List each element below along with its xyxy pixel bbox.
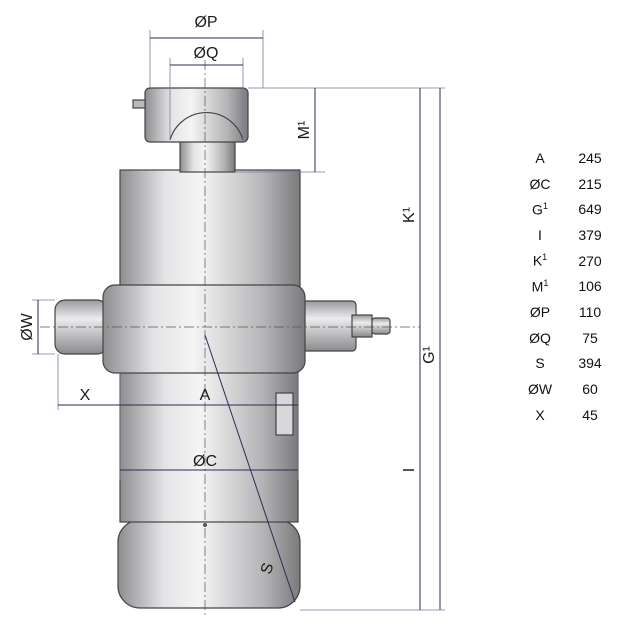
cylinder-base [117,519,301,609]
dimension-key-text: X [535,406,545,423]
dimension-key-text: K [532,252,543,269]
label-M: M¹ [296,121,313,140]
rod-neck [179,139,236,173]
table-row: ØW 60 [520,376,630,402]
dimension-key-superscript: 1 [542,200,548,211]
dimension-key: S [520,355,560,371]
dimension-key-text: I [538,226,542,243]
upper-tube [119,169,301,291]
dimension-value: 60 [582,381,598,398]
table-row: ØC 215 [520,171,630,197]
dimension-key-superscript: 1 [543,277,549,288]
dimension-key: K1 [520,252,560,269]
top-eye-cap [144,87,249,143]
label-A: A [200,387,211,404]
dimension-key-text: G [532,201,543,218]
dimension-key: ØC [520,176,560,192]
table-row: I 379 [520,222,630,248]
trunnion-collar [102,284,306,374]
table-row: ØP 110 [520,299,630,325]
dimension-value: 75 [582,329,598,346]
table-row: A 245 [520,145,630,171]
dimension-key: M1 [520,278,560,295]
dimension-value: 394 [578,355,602,372]
right-trunnion-pin [297,300,357,352]
label-Q: ØQ [194,45,219,62]
dimension-value: 379 [578,226,602,243]
dimension-key-text: S [535,355,545,372]
label-P: ØP [194,14,217,31]
label-K: K¹ [401,207,418,223]
dimension-value: 649 [578,201,602,218]
table-row: ØQ 75 [520,325,630,351]
dimension-lines [32,30,445,611]
dimension-value: 215 [578,175,602,192]
dimension-value: 110 [578,303,602,320]
label-S: S [258,561,277,576]
dimension-key: X [520,407,560,423]
table-row: G1 649 [520,196,630,222]
dimension-key: I [520,227,560,243]
dimension-value: 270 [578,252,602,269]
table-row: S 394 [520,351,630,377]
dimension-value: 106 [578,278,602,295]
dimension-key-superscript: 1 [542,252,548,263]
dimension-key-text: ØQ [529,329,551,346]
dimension-key-text: M [531,278,544,295]
dimension-key: ØQ [520,330,560,346]
dimension-key: ØP [520,304,560,320]
dimension-value: 245 [578,149,602,166]
table-row: X 45 [520,402,630,428]
dimension-key-text: ØC [529,175,551,192]
cylinder-body [54,87,391,609]
table-row: K1 270 [520,248,630,274]
label-X: X [80,387,91,404]
dim-S [204,334,296,603]
right-pin-nut [351,314,373,338]
lower-tube [119,367,299,523]
dimension-key-text: A [535,149,545,166]
dimension-key-text: ØP [529,303,551,320]
label-I: I [401,468,418,472]
right-pin-stub [371,317,391,335]
dimension-key: ØW [520,381,560,397]
label-C: ØC [193,453,217,470]
label-W: ØW [19,312,36,340]
table-row: M1 106 [520,273,630,299]
dimension-key: A [520,150,560,166]
label-G: G¹ [421,346,438,364]
grease-nipple [132,99,146,109]
side-block [275,392,294,436]
dimension-value: 45 [582,406,598,423]
dimension-key: G1 [520,201,560,218]
dimension-key-text: ØW [527,381,553,398]
eye-bore [169,111,244,141]
